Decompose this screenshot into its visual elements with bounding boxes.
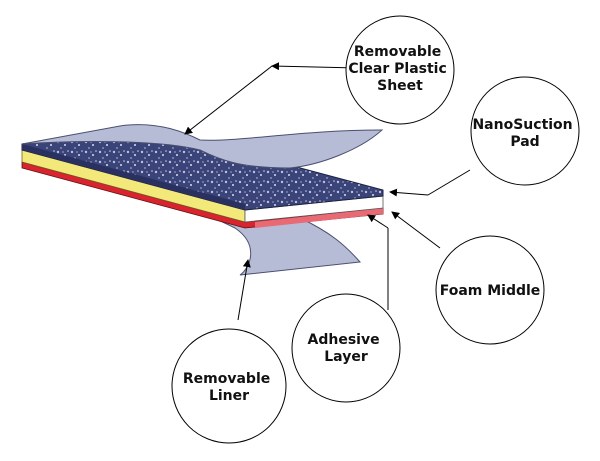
callout-clear-sheet <box>345 15 455 125</box>
label-clear-sheet: Removable Clear Plastic Sheet <box>348 44 451 94</box>
clear-plastic-sheet-shape <box>21 124 384 169</box>
leader-adhesive-2 <box>367 214 389 229</box>
label-foam-middle: Foam Middle <box>440 283 541 299</box>
label-liner: Removable Liner <box>183 371 275 404</box>
leader-nanosuction-2 <box>389 188 429 197</box>
leader-nanosuction <box>427 169 471 196</box>
callout-nanosuction <box>470 76 580 186</box>
label-nanosuction: NanoSuction Pad <box>472 117 577 150</box>
callout-adhesive <box>291 293 401 403</box>
foam-front-edge <box>22 144 245 210</box>
leader-foam-middle <box>391 211 441 249</box>
leader-clear-sheet-2 <box>184 65 273 135</box>
pink-edge <box>255 208 383 228</box>
label-adhesive: Adhesive Layer <box>308 332 385 365</box>
leader-clear-sheet <box>271 62 359 71</box>
callout-liner <box>171 328 287 444</box>
leader-liner <box>237 259 251 321</box>
callout-foam-middle <box>435 235 545 345</box>
